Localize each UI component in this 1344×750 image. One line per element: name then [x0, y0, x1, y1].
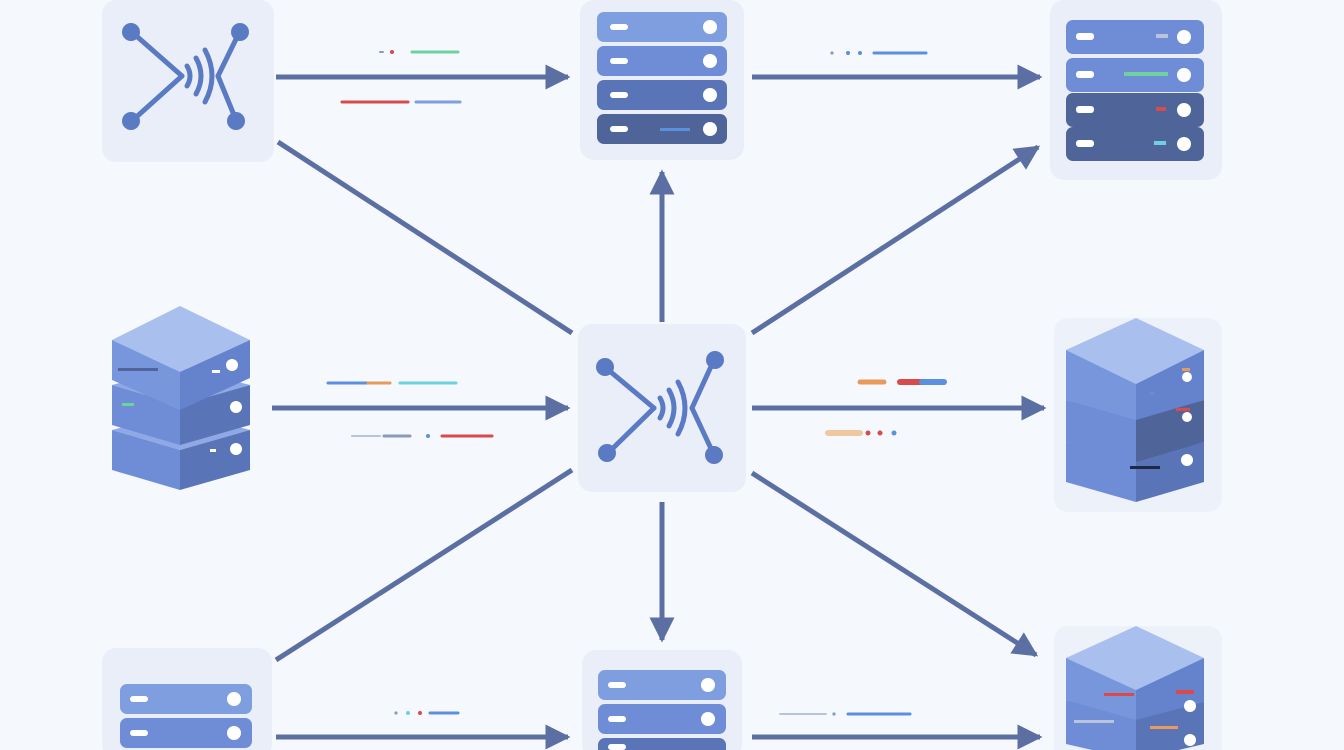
traffic-mid-right [825, 379, 947, 436]
traffic-top-right [830, 51, 928, 55]
network-switch-icon [122, 23, 249, 130]
node-server-bottom-right[interactable] [1054, 626, 1222, 750]
node-server-top-right[interactable] [1050, 0, 1222, 180]
traffic-top-left [340, 50, 462, 104]
server-rack-icon [1066, 20, 1204, 161]
edges [272, 64, 1047, 750]
node-server-top-center[interactable] [580, 0, 744, 160]
edge-router-top-left-to-router-center [276, 139, 574, 336]
server-rack-icon [597, 12, 727, 144]
edge-router-center-to-server-bottom-right [750, 470, 1039, 658]
server-rack-icon [598, 670, 726, 750]
node-server-bottom-center[interactable] [582, 650, 742, 750]
server-cube-icon [1066, 626, 1204, 750]
node-router-top-left[interactable] [102, 0, 274, 162]
server-rack-icon [120, 684, 252, 748]
node-server-mid-right[interactable] [1054, 318, 1222, 512]
server-cube-icon [1066, 318, 1204, 502]
server-cube-icon [112, 306, 250, 490]
traffic-bottom-right [779, 712, 912, 716]
node-server-bottom-left[interactable] [102, 648, 272, 750]
traffic-bottom-left [394, 711, 460, 715]
traffic-indicators [326, 50, 947, 716]
network-switch-icon [596, 351, 724, 464]
edge-server-bottom-left-to-router-center [274, 467, 574, 663]
node-server-mid-left[interactable] [112, 306, 250, 490]
edge-router-center-to-server-top-right [750, 144, 1041, 336]
traffic-mid-left [326, 381, 494, 438]
node-router-center[interactable] [578, 324, 746, 492]
